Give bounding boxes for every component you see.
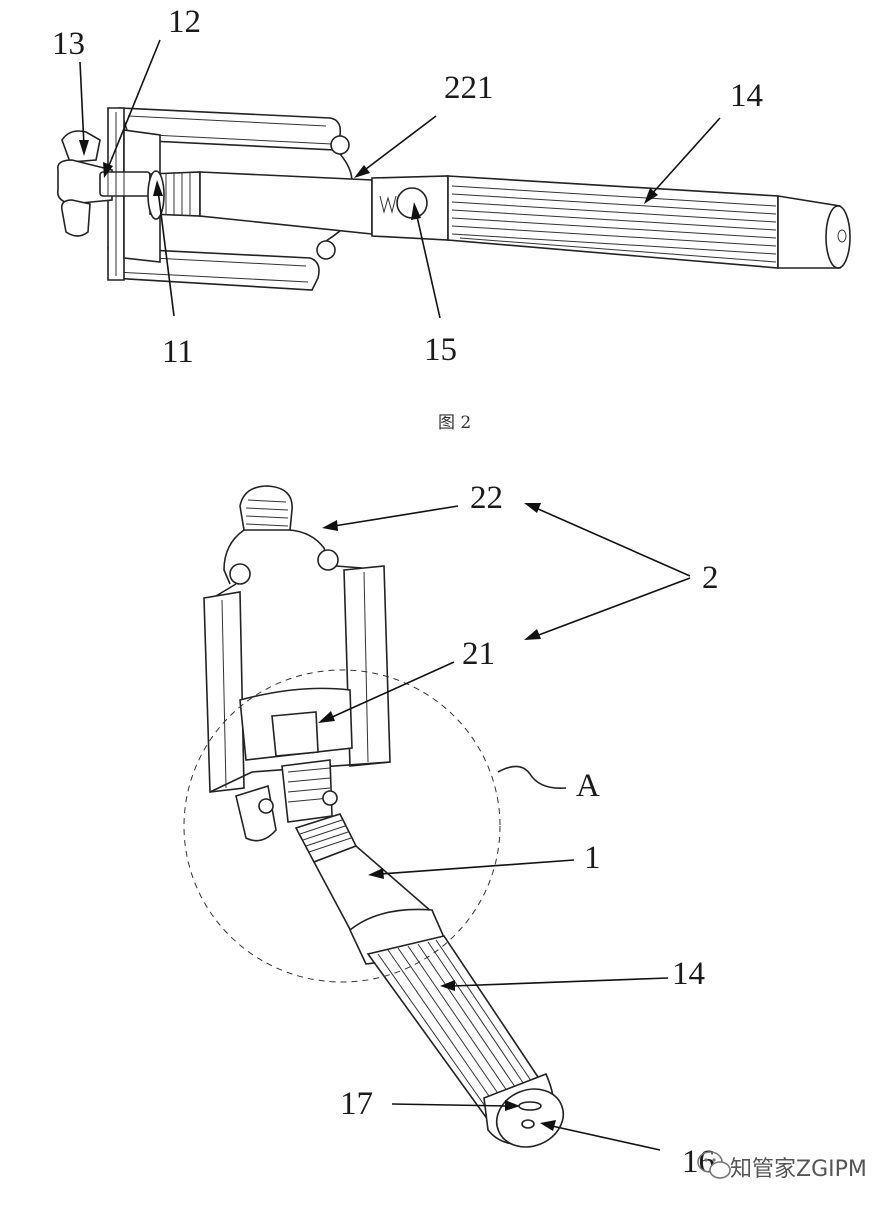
label-12: 12 [168,4,201,40]
figure-2-drawing [56,107,851,291]
figure-2-caption: 图 2 [438,413,471,433]
label-1: 1 [584,840,601,876]
label-221: 221 [444,70,494,106]
label-22: 22 [470,480,503,516]
label-15: 15 [424,332,457,368]
figure-3-drawing [183,485,567,1148]
wechat-icon [697,1151,731,1179]
label-A: A [576,768,600,804]
figure-3-leaders [318,503,691,1151]
label-14-fig3: 14 [672,956,705,992]
figure-2-leaders [79,39,721,319]
watermark-text: 知管家ZGIPM [730,1157,867,1182]
figure-3-labels: 22 2 21 A 1 14 17 16 [340,480,719,1180]
label-11: 11 [162,334,194,370]
figure-2-labels: 13 12 221 14 11 15 [52,4,763,370]
watermark: 知管家ZGIPM [697,1151,867,1182]
label-2: 2 [702,560,719,596]
label-17: 17 [340,1086,373,1122]
label-14-fig2: 14 [730,78,763,114]
label-21: 21 [462,636,495,672]
label-13: 13 [52,26,85,62]
